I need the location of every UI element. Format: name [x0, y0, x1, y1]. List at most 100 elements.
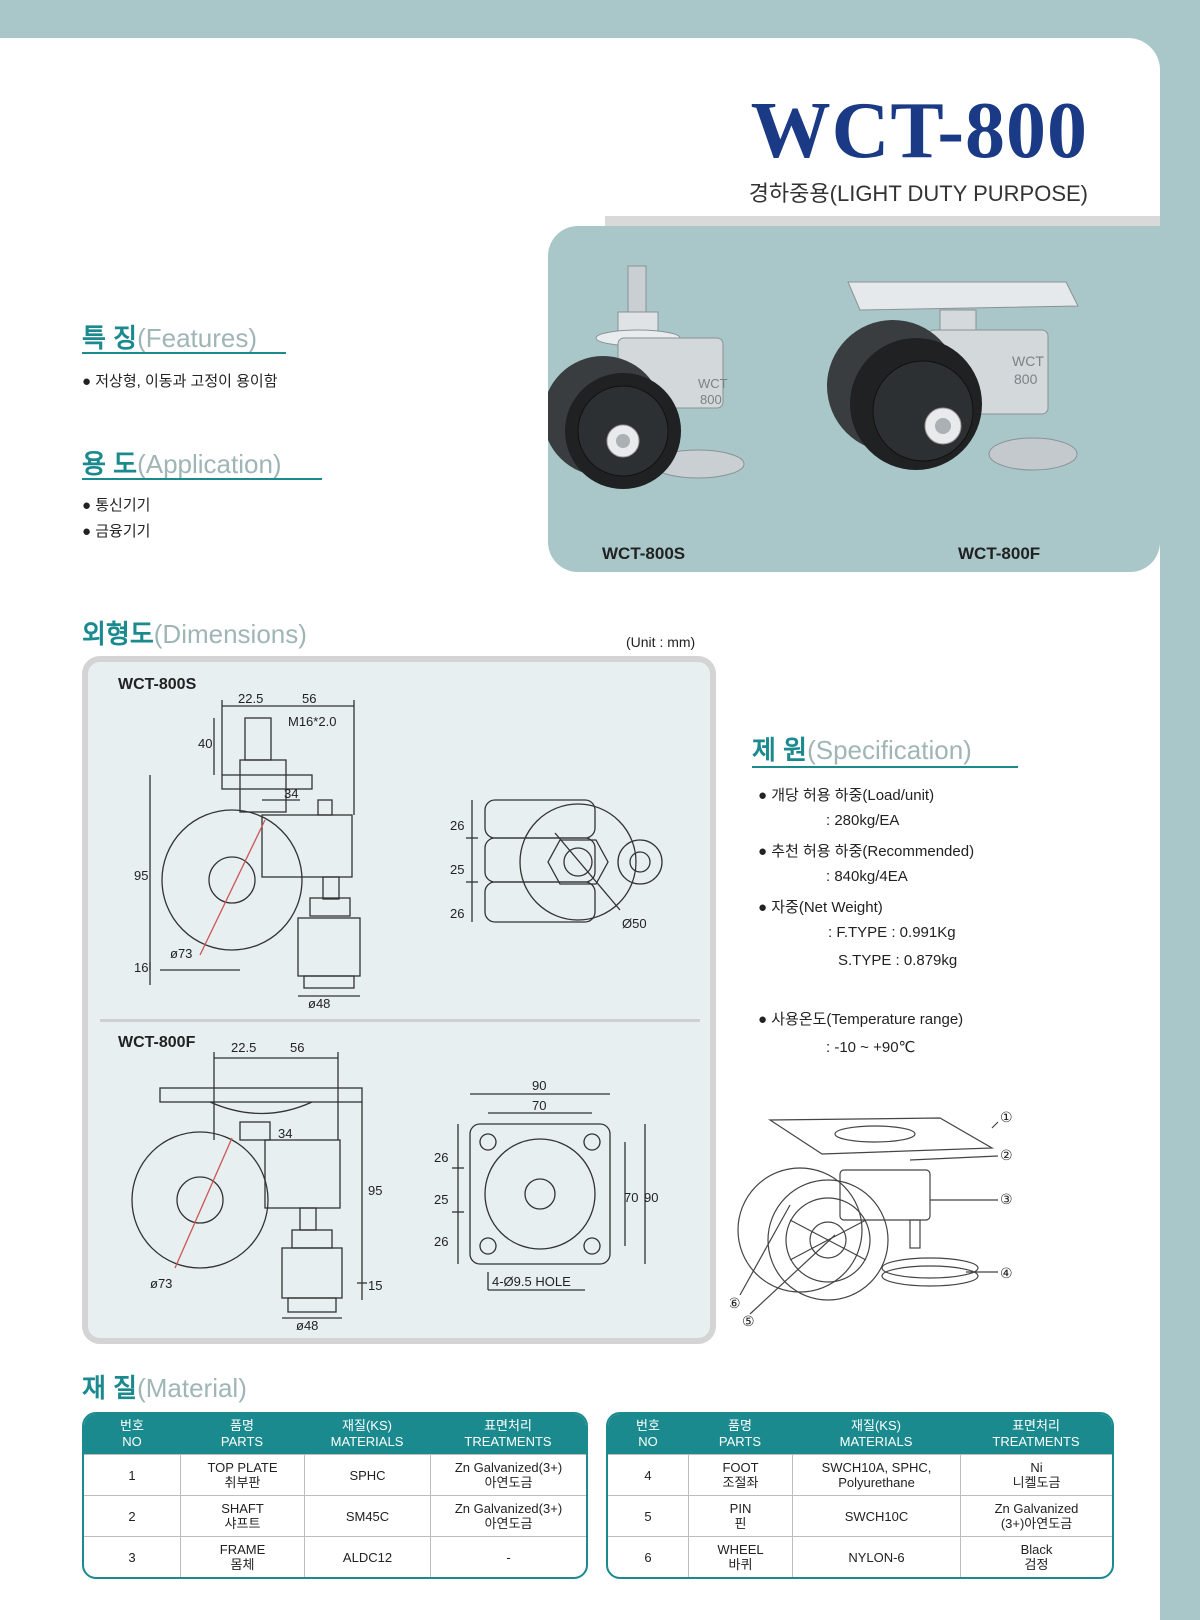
features-title-en: (Features) [137, 323, 257, 353]
col-header-materials: 재질(KS)MATERIALS [792, 1414, 960, 1454]
spec-weight-s: S.TYPE : 0.879kg [838, 952, 958, 969]
material-title-en: (Material) [137, 1373, 247, 1403]
application-title-ko: 용 도 [82, 449, 138, 479]
spec-weight-label: 자중(Net Weight) [758, 896, 883, 917]
dim-800s-d2: 56 [302, 691, 316, 706]
dimensions-title-en: (Dimensions) [153, 619, 307, 649]
product-label-800f: WCT-800F [958, 544, 1041, 563]
dim-800s-height: 95 [134, 868, 148, 883]
dim-800s-foot: 16 [134, 960, 148, 975]
dim-800s-dia: ø73 [170, 946, 192, 961]
dim-800f-t2: 25 [434, 1192, 448, 1207]
svg-text:800: 800 [700, 392, 722, 407]
callout-2: ② [1000, 1147, 1013, 1163]
caster-800f-image: WCT 800 [827, 281, 1079, 471]
dim-800f-foot: 15 [368, 1278, 382, 1293]
product-label-800s: WCT-800S [602, 544, 686, 563]
col-header-materials: 재질(KS)MATERIALS [304, 1414, 430, 1454]
features-title-ko: 특 징 [82, 323, 138, 353]
caster-photos: WCT 800 WCT 800 [543, 265, 1079, 489]
dimension-drawings: 22.5 56 M16*2.0 40 34 95 ø73 16 ø48 26 2… [131, 691, 663, 1333]
dim-800s-base: ø48 [308, 996, 330, 1011]
svg-text:WCT: WCT [698, 376, 728, 391]
dim-800f-t3: 26 [434, 1234, 448, 1249]
dim-800f-base: ø48 [296, 1318, 318, 1333]
dim-800s-t2: 25 [450, 862, 464, 877]
dim-800f-height: 95 [368, 1183, 382, 1198]
dimensions-heading: 외형도(Dimensions) [82, 614, 307, 651]
specification-title-en: (Specification) [807, 735, 972, 765]
dim-800f-w1: 34 [278, 1126, 292, 1141]
application-heading: 용 도(Application) [82, 444, 282, 481]
svg-text:800: 800 [1014, 371, 1038, 387]
application-item: 금융기기 [82, 520, 150, 541]
application-item: 통신기기 [82, 494, 150, 515]
material-title-ko: 재 질 [82, 1373, 138, 1403]
dim-800f-side2: 90 [644, 1190, 658, 1205]
product-title: WCT-800 [750, 87, 1088, 175]
product-photo-panel: WCT 800 WCT 800 [543, 226, 1160, 572]
dim-800s-w1: 34 [284, 786, 298, 801]
dim-800f-p2: 70 [532, 1098, 546, 1113]
callout-1: ① [1000, 1109, 1013, 1125]
spec-recommended-value: : 840kg/4EA [826, 868, 908, 885]
dim-800s-thread: M16*2.0 [288, 714, 336, 729]
dim-800f-p1: 90 [532, 1078, 546, 1093]
spec-weight-f: : F.TYPE : 0.991Kg [828, 924, 956, 941]
dim-800f-d2: 56 [290, 1040, 304, 1055]
spec-load-label: 개당 허용 하중(Load/unit) [758, 784, 934, 805]
callout-5: ⑤ [742, 1313, 755, 1329]
features-heading: 특 징(Features) [82, 318, 257, 355]
spec-temp-value: : -10 ~ +90℃ [826, 1039, 916, 1056]
dim-800f-side1: 70 [624, 1190, 638, 1205]
dim-800f-t1: 26 [434, 1150, 448, 1165]
specification-title-ko: 제 원 [752, 735, 808, 765]
svg-text:WCT: WCT [1012, 353, 1044, 369]
drawing-divider [100, 1019, 700, 1022]
dimensions-title-ko: 외형도 [82, 619, 154, 649]
dim-800f-dia: ø73 [150, 1276, 172, 1291]
dim-800s-circle: Ø50 [622, 916, 647, 931]
callout-4: ④ [1000, 1265, 1013, 1281]
application-underline [82, 478, 322, 480]
callout-3: ③ [1000, 1191, 1013, 1207]
caster-800s-image: WCT 800 [543, 265, 745, 489]
dim-800s-t1: 26 [450, 818, 464, 833]
material-heading: 재 질(Material) [82, 1368, 247, 1405]
specification-underline [752, 766, 1018, 768]
features-underline [82, 352, 286, 354]
product-subtitle: 경하중용(LIGHT DUTY PURPOSE) [748, 181, 1088, 206]
callout-6: ⑥ [730, 1295, 741, 1311]
dim-800f-d1: 22.5 [231, 1040, 256, 1055]
unit-label: (Unit : mm) [626, 634, 696, 650]
dim-800s-t3: 26 [450, 906, 464, 921]
dim-800s-d1: 22.5 [238, 691, 263, 706]
application-title-en: (Application) [137, 449, 282, 479]
spec-temp-label: 사용온도(Temperature range) [758, 1008, 963, 1029]
subtitle-underline [605, 216, 1160, 226]
dim-800s-h1: 40 [198, 736, 212, 751]
drawing-label-800f: WCT-800F [118, 1034, 196, 1051]
spec-recommended-label: 추천 허용 하중(Recommended) [758, 840, 974, 861]
top-band [0, 0, 1200, 38]
dim-800f-hole: 4-Ø9.5 HOLE [492, 1274, 571, 1289]
drawing-label-800s: WCT-800S [118, 676, 197, 693]
spec-load-value: : 280kg/EA [826, 812, 900, 829]
feature-item: 저상형, 이동과 고정이 용이함 [82, 370, 277, 391]
specification-heading: 제 원(Specification) [752, 730, 972, 767]
parts-line-drawing: ① ② ③ ④ ⑤ ⑥ [730, 1109, 1013, 1329]
